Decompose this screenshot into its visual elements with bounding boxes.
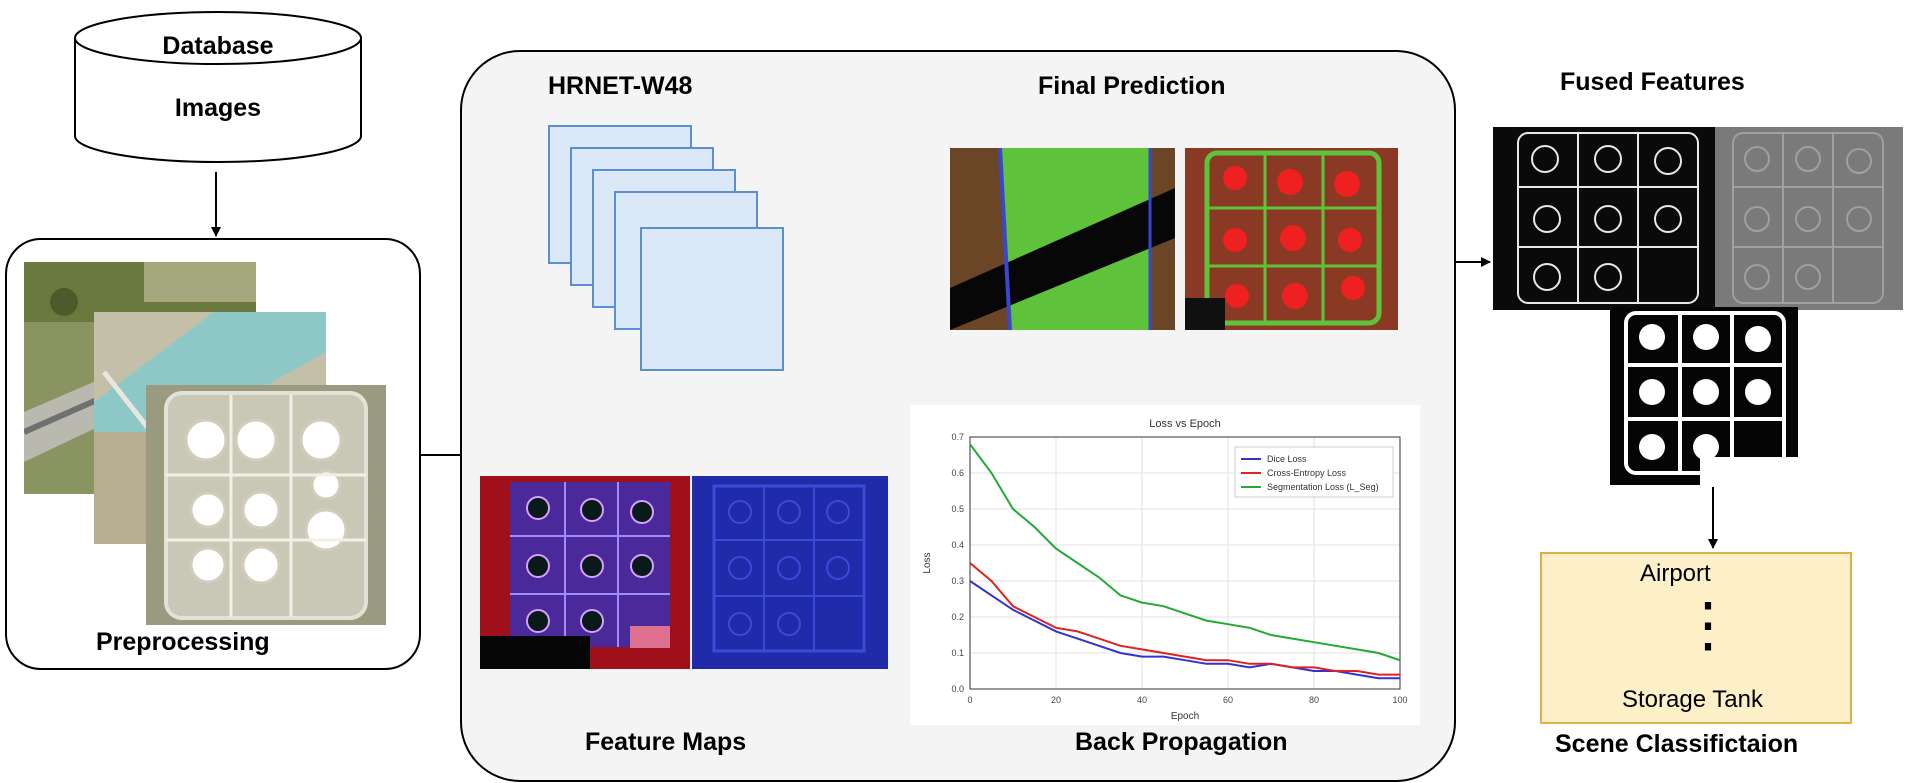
chart-xtick-label: 60 — [1223, 695, 1233, 705]
fused-mask-image — [1610, 307, 1798, 485]
chart-ytick-label: 0.3 — [951, 576, 964, 586]
chart-series-line — [969, 443, 1401, 662]
scene-item-storage-tank: Storage Tank — [1622, 686, 1763, 713]
final-prediction-label: Final Prediction — [1038, 72, 1226, 100]
chart-ytick-label: 0.2 — [951, 612, 964, 622]
chart-ytick-label: 0.1 — [951, 648, 964, 658]
database-label-line1: Database — [162, 32, 274, 60]
fused-edge-image-2 — [1715, 127, 1903, 310]
chart-ylabel: Loss — [922, 552, 933, 573]
chart-ytick-label: 0.5 — [951, 504, 964, 514]
prediction-image-2 — [1185, 148, 1398, 330]
hrnet-label: HRNET-W48 — [548, 72, 693, 100]
chart-xtick-label: 80 — [1309, 695, 1319, 705]
chart-ytick-label: 0.0 — [951, 684, 964, 694]
hrnet-layer — [640, 227, 784, 371]
chart-series-line — [969, 562, 1400, 676]
chart-ytick-label: 0.6 — [951, 468, 964, 478]
loss-chart: 0 20 40 60 80 100 0.0 0.1 0.2 0.3 0.4 0.5 0.6 0.7 Los… — [910, 405, 1420, 725]
chart-legend-label: Segmentation Loss (L_Seg) — [1267, 482, 1379, 492]
chart-ytick-label: 0.4 — [951, 540, 964, 550]
satellite-image-3 — [146, 385, 386, 625]
chart-series-line — [969, 580, 1400, 680]
loss-chart-svg: 0 20 40 60 80 100 0.0 0.1 0.2 0.3 0.4 0.5 0.6 0.7 Los… — [922, 418, 1408, 722]
chart-legend-label: Cross-Entropy Loss — [1267, 468, 1347, 478]
database-label-line2: Images — [174, 94, 262, 122]
feature-map-image-1 — [480, 476, 690, 669]
back-propagation-label: Back Propagation — [1075, 728, 1288, 756]
fused-edge-image-1 — [1493, 127, 1715, 310]
chart-xtick-label: 100 — [1392, 695, 1407, 705]
chart-ytick-label: 0.7 — [951, 432, 964, 442]
scene-classification-label: Scene Classifictaion — [1555, 730, 1799, 758]
chart-legend-label: Dice Loss — [1267, 454, 1307, 464]
chart-legend-frame — [1234, 446, 1394, 498]
scene-classification-box — [1540, 552, 1852, 724]
chart-xtick-label: 20 — [1051, 695, 1061, 705]
database-cylinder — [74, 11, 362, 163]
fused-features-label: Fused Features — [1560, 68, 1745, 96]
feature-maps-label: Feature Maps — [585, 728, 747, 756]
chart-xtick-label: 0 — [967, 695, 972, 705]
feature-map-image-2 — [692, 476, 888, 669]
prediction-image-1 — [950, 148, 1175, 330]
chart-title: Loss vs Epoch — [1149, 418, 1221, 430]
chart-xtick-label: 40 — [1137, 695, 1147, 705]
chart-xlabel: Epoch — [1171, 711, 1199, 722]
scene-ellipsis: ⋮ — [1678, 591, 1738, 658]
scene-item-airport: Airport — [1640, 560, 1711, 587]
preprocessing-label: Preprocessing — [96, 628, 270, 656]
